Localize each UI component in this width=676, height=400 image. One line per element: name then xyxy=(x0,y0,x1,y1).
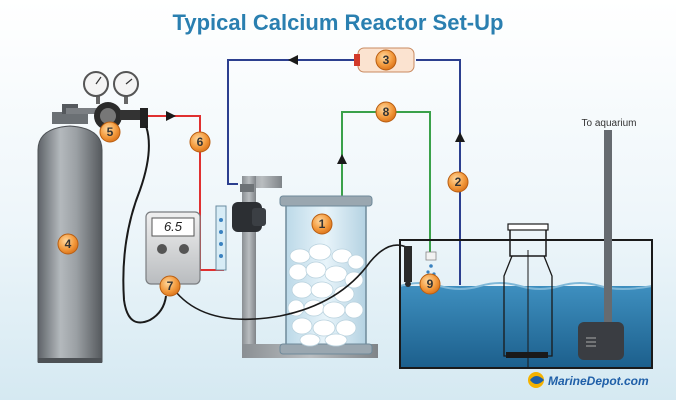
ph-controller: 6.5 xyxy=(145,211,201,285)
badge-circle xyxy=(99,121,121,143)
solenoid-valve xyxy=(140,108,148,128)
badge-reaction-chamber: 1 xyxy=(311,213,333,235)
controller-knob-right[interactable] xyxy=(179,244,189,254)
diagram-title: Typical Calcium Reactor Set-Up xyxy=(173,10,504,35)
badge-regulator: 5 xyxy=(99,121,121,143)
badge-number: 1 xyxy=(319,217,326,231)
badge-circle xyxy=(419,273,441,295)
return-pipe xyxy=(604,130,612,330)
badge-circle xyxy=(159,275,181,297)
controller-display-value: 6.5 xyxy=(164,219,183,234)
badge-number: 3 xyxy=(383,53,390,67)
co2-cylinder xyxy=(37,104,103,363)
badges-layer: 1 2 3 4 5 6 7 8 9 xyxy=(57,49,469,297)
badge-number: 5 xyxy=(107,125,114,139)
logo-text: MarineDepot.com xyxy=(548,374,649,388)
reaction-chamber xyxy=(279,195,373,355)
marine-depot-logo: MarineDepot.com xyxy=(528,372,649,388)
probe-cable xyxy=(169,244,409,321)
co2-line xyxy=(148,111,224,271)
badge-number: 6 xyxy=(197,135,204,149)
feed-line xyxy=(227,55,465,285)
badge-circle xyxy=(57,233,79,255)
badge-number: 2 xyxy=(455,175,462,189)
regulator xyxy=(66,71,148,130)
badge-number: 9 xyxy=(427,277,434,291)
ph-probe xyxy=(404,246,412,287)
recirculation-pump xyxy=(232,202,266,232)
badge-circle xyxy=(447,171,469,193)
reactor-media xyxy=(287,243,365,347)
bubble-counter xyxy=(215,205,227,271)
controller-display xyxy=(151,217,195,237)
effluent-drip xyxy=(425,251,437,276)
controller-knob-left[interactable] xyxy=(157,244,167,254)
badge-number: 8 xyxy=(383,105,390,119)
destination-label: To aquarium xyxy=(581,118,636,129)
badge-co2-cylinder: 4 xyxy=(57,233,79,255)
solenoid-cord xyxy=(122,125,167,324)
badge-circle xyxy=(375,49,397,71)
badge-number: 4 xyxy=(65,237,72,251)
badge-circle xyxy=(189,131,211,153)
badge-co2-line: 6 xyxy=(189,131,211,153)
badge-circle xyxy=(375,101,397,123)
badge-ph-controller: 7 xyxy=(159,275,181,297)
badge-effluent-line: 8 xyxy=(375,101,397,123)
badge-ph-probe: 9 xyxy=(419,273,441,295)
badge-feed-pump: 3 xyxy=(375,49,397,71)
badge-number: 7 xyxy=(167,279,174,293)
badge-feed-line: 2 xyxy=(447,171,469,193)
badge-circle xyxy=(311,213,333,235)
return-pump xyxy=(578,130,624,360)
protein-skimmer xyxy=(503,223,553,358)
